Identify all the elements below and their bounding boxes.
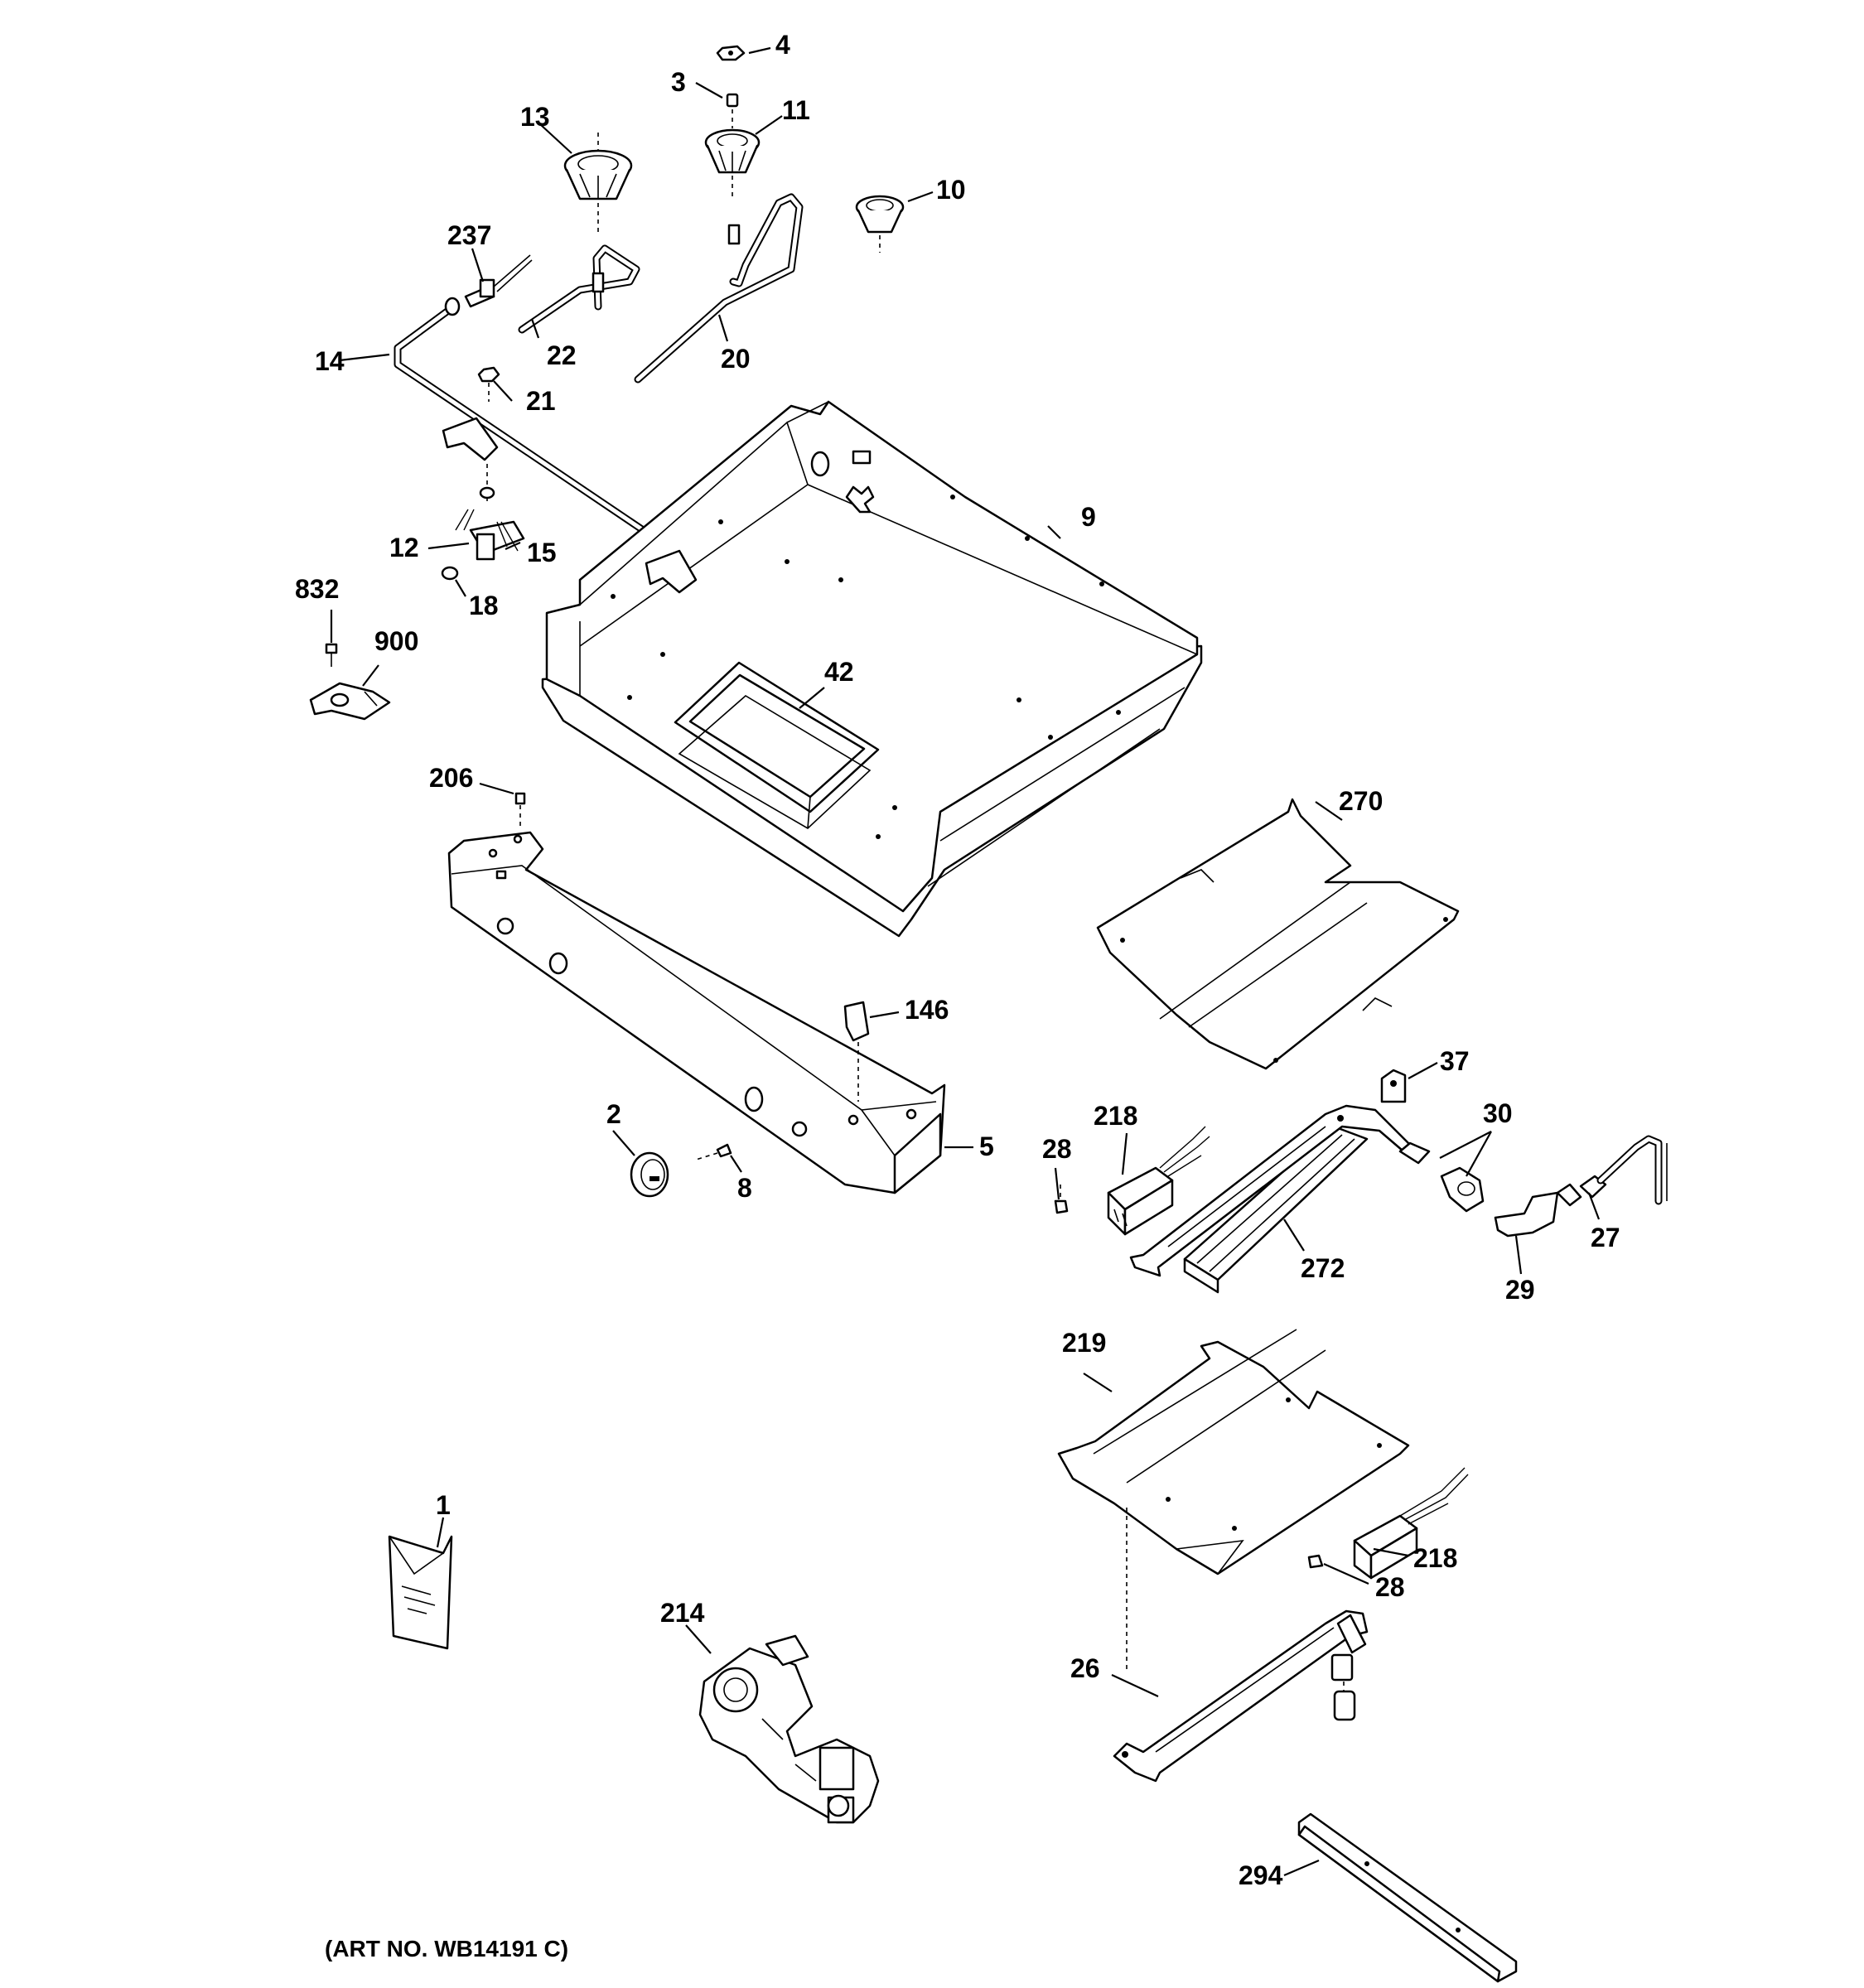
callout-22: 22 bbox=[547, 340, 577, 370]
callout-5: 5 bbox=[979, 1132, 994, 1161]
callout-2: 2 bbox=[606, 1099, 621, 1129]
screw-28-lower bbox=[1307, 1554, 1324, 1569]
baffle-294 bbox=[1297, 1812, 1518, 1983]
burner-box-9 bbox=[541, 400, 1203, 938]
callout-219: 219 bbox=[1062, 1328, 1106, 1358]
screw-206 bbox=[514, 792, 526, 828]
callout-214: 214 bbox=[660, 1598, 705, 1628]
callout-20: 20 bbox=[721, 344, 751, 374]
callout-37: 37 bbox=[1440, 1046, 1470, 1076]
callout-294: 294 bbox=[1239, 1860, 1283, 1890]
callout-21: 21 bbox=[526, 386, 556, 416]
burner-head-11 bbox=[704, 109, 761, 199]
igniter-218-upper bbox=[1107, 1126, 1210, 1236]
burner-272 bbox=[1183, 1125, 1369, 1294]
washer-18 bbox=[441, 566, 459, 581]
callout-26: 26 bbox=[1070, 1653, 1100, 1683]
manifold-14 bbox=[394, 297, 733, 592]
callout-18: 18 bbox=[469, 591, 499, 620]
screw-3 bbox=[726, 93, 739, 108]
callout-28-upper: 28 bbox=[1042, 1134, 1072, 1164]
callout-13: 13 bbox=[520, 102, 550, 132]
callout-8: 8 bbox=[737, 1173, 752, 1203]
callout-218-lower: 218 bbox=[1413, 1543, 1457, 1573]
callout-218-upper: 218 bbox=[1094, 1101, 1137, 1131]
literature-envelope-1 bbox=[388, 1535, 453, 1650]
orifice-30 bbox=[1398, 1141, 1485, 1213]
bracket-900 bbox=[309, 682, 391, 721]
callout-900: 900 bbox=[374, 626, 418, 656]
clip-146 bbox=[843, 1001, 870, 1102]
callout-9: 9 bbox=[1081, 502, 1096, 532]
screw-28-upper bbox=[1054, 1185, 1069, 1214]
callout-237: 237 bbox=[447, 220, 491, 250]
nut-21 bbox=[477, 366, 500, 402]
callout-labels: 4 3 11 13 10 237 14 22 20 21 9 12 15 18 … bbox=[295, 30, 1620, 1890]
screw-832 bbox=[325, 643, 338, 667]
leader-lines bbox=[330, 46, 1601, 1877]
valve-214 bbox=[698, 1634, 880, 1824]
knob-2 bbox=[630, 1151, 669, 1198]
callout-15: 15 bbox=[527, 538, 557, 567]
broil-burner-26 bbox=[1113, 1609, 1369, 1783]
callout-42: 42 bbox=[824, 657, 854, 687]
callout-28-lower: 28 bbox=[1375, 1572, 1405, 1602]
callout-3: 3 bbox=[671, 67, 686, 97]
fitting-237 bbox=[464, 254, 533, 308]
bracket-mount bbox=[442, 417, 499, 501]
fitting-27 bbox=[1579, 1135, 1668, 1205]
burner-tube-20 bbox=[634, 193, 804, 384]
art-number: (ART NO. WB14191 C) bbox=[325, 1936, 568, 1961]
burner-head-13 bbox=[563, 133, 633, 232]
nut-4 bbox=[716, 45, 746, 61]
manifold-panel-5 bbox=[447, 831, 946, 1194]
shield-270 bbox=[1096, 798, 1460, 1070]
callout-11: 11 bbox=[782, 95, 810, 125]
callout-10: 10 bbox=[936, 175, 966, 205]
callout-206: 206 bbox=[429, 763, 473, 793]
screw-8 bbox=[695, 1143, 732, 1160]
box-holes bbox=[611, 495, 1121, 839]
callout-29: 29 bbox=[1505, 1275, 1535, 1305]
callout-14: 14 bbox=[315, 346, 345, 376]
callout-272: 272 bbox=[1301, 1253, 1345, 1283]
callout-30: 30 bbox=[1483, 1098, 1513, 1128]
valve-12-15 bbox=[455, 509, 525, 561]
vent-42 bbox=[674, 661, 880, 829]
callout-832: 832 bbox=[295, 574, 339, 604]
burner-tube-22 bbox=[518, 244, 640, 334]
shield-219 bbox=[1057, 1329, 1410, 1673]
callout-146: 146 bbox=[905, 995, 949, 1025]
callout-4: 4 bbox=[775, 30, 790, 60]
callout-270: 270 bbox=[1339, 786, 1383, 816]
callout-27: 27 bbox=[1591, 1223, 1620, 1252]
tab-37 bbox=[1380, 1069, 1407, 1103]
elbow-29 bbox=[1494, 1183, 1582, 1238]
callout-12: 12 bbox=[389, 533, 419, 562]
burner-head-10 bbox=[855, 195, 905, 253]
callout-1: 1 bbox=[436, 1490, 451, 1520]
